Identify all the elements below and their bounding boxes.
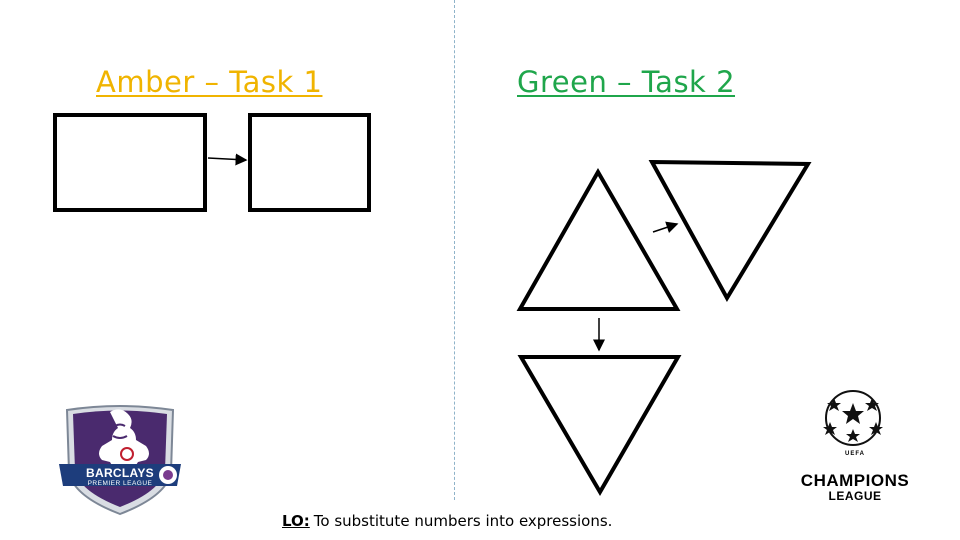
champions-league-uefa: UEFA: [844, 451, 865, 457]
learning-objective-text: To substitute numbers into expressions.: [313, 512, 613, 530]
green-up-triangle: [516, 167, 681, 311]
green-down-triangle-bottom: [517, 355, 682, 496]
column-divider: [454, 0, 455, 500]
learning-objective: LO:To substitute numbers into expression…: [282, 511, 612, 531]
premier-league-lion-icon: [59, 405, 181, 516]
amber-arrow: [207, 153, 248, 166]
amber-task-heading: Amber – Task 1: [96, 65, 323, 99]
green-down-triangle-right: [648, 159, 812, 302]
premier-league-logo: BARCLAYS PREMIER LEAGUE: [55, 398, 185, 518]
champions-league-subtitle: LEAGUE: [828, 489, 882, 503]
amber-input-box: [53, 113, 207, 212]
green-arrow-right: [652, 221, 679, 234]
learning-objective-label: LO:: [282, 512, 310, 530]
amber-output-box: [248, 113, 371, 212]
champions-league-wordmark: CHAMPIONS: [800, 471, 910, 490]
premier-league-subtitle: PREMIER LEAGUE: [87, 480, 153, 487]
premier-league-wordmark: BARCLAYS: [86, 466, 154, 480]
champions-league-logo: UEFA CHAMPIONS LEAGUE: [790, 388, 920, 510]
champions-league-starball-icon: [823, 390, 883, 446]
green-task-heading: Green – Task 2: [517, 65, 736, 99]
